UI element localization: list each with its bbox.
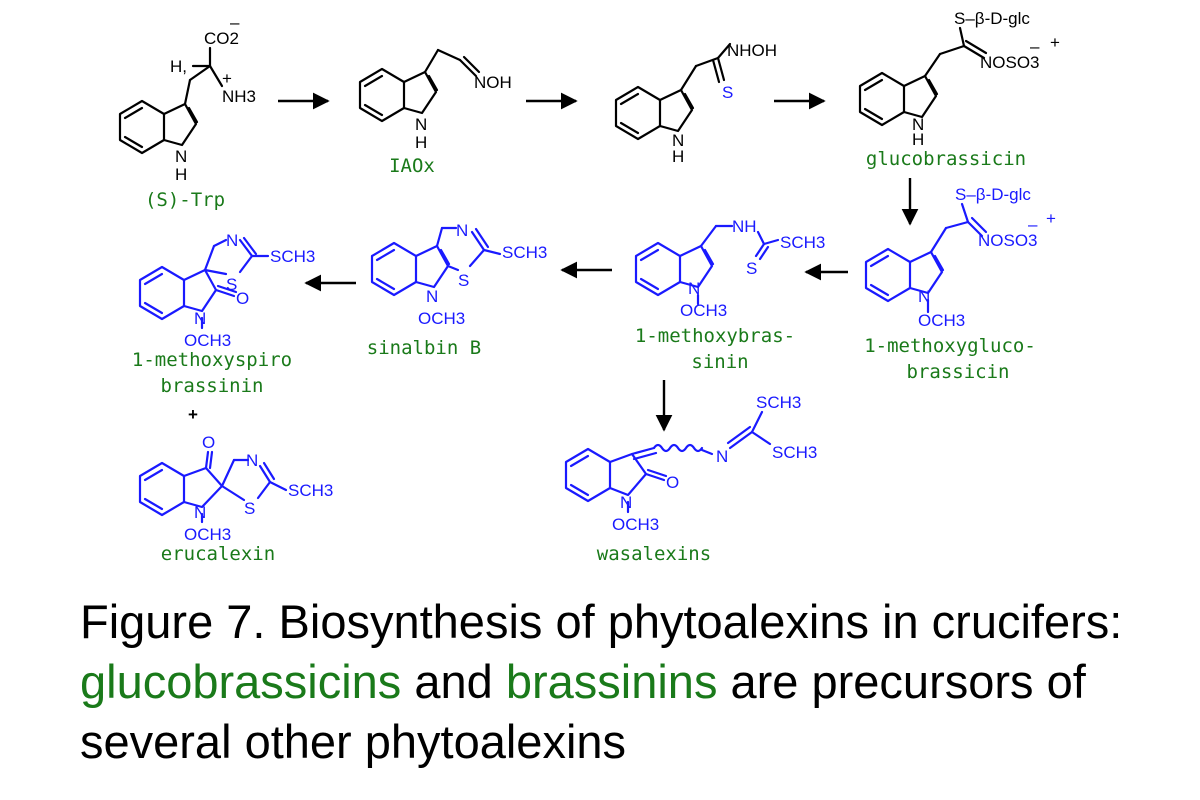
structure-tryptophan: CO2 – H, + NH3 N H (S)-Trp [118,13,256,211]
atom-sch3: SCH3 [780,233,825,252]
atom-sch3: SCH3 [502,243,547,262]
atom-noso3: NOSO3 [980,53,1040,72]
atom-h: H [415,133,427,152]
label-erucalexin: erucalexin [161,543,275,565]
atom-s: S [226,275,237,294]
atom-n: N [194,503,206,522]
structure-glucobrassicin: S–β-D-glc NOSO3 – + N H glucobrassicin [858,9,1060,170]
atom-sch3: SCH3 [772,443,817,462]
atom-n: N [426,287,438,306]
atom-plus: + [222,69,232,88]
atom-h: H, [170,57,187,76]
atom-nh: NH [732,217,757,236]
label-methoxybrassinin-2: sinin [691,351,748,373]
figure-caption: Figure 7. Biosynthesis of phytoalexins i… [80,592,1180,772]
structure-methoxyglucobrassicin: S–β-D-glc NOSO3 – + N OCH3 1-methoxygluc… [864,185,1056,383]
atom-n: N [456,221,468,240]
label-spiro-1: 1-methoxyspiro [132,349,292,371]
atom-nh: H [175,165,187,184]
atom-h: H [912,130,924,149]
atom-minus: – [1028,215,1038,234]
atom-minus: – [1030,37,1040,56]
label-trp: (S)-Trp [145,189,225,211]
atom-plus: + [1046,209,1056,228]
atom-n: N [620,493,632,512]
atom-n: N [175,147,187,166]
label-methoxyglucobrassicin-2: brassicin [907,361,1010,383]
atom-sch3: SCH3 [270,247,315,266]
atom-co2: CO2 [204,29,239,48]
label-iaox: IAOx [389,155,435,177]
label-methoxybrassinin-1: 1-methoxybras- [635,325,795,347]
structure-iaox: NOH N H IAOx [358,48,512,177]
atom-noso3: NOSO3 [978,231,1038,250]
atom-n: N [415,115,427,134]
atom-sglc: S–β-D-glc [954,9,1030,28]
atom-n: N [688,279,700,298]
atom-nh3: NH3 [222,87,256,106]
atom-och3: OCH3 [680,301,727,320]
atom-s: S [722,83,733,102]
plus-sign: + [188,405,198,424]
atom-och3: OCH3 [612,515,659,534]
atom-n: N [226,231,238,250]
atom-nhoh: NHOH [727,41,777,60]
label-spiro-2: brassinin [161,375,264,397]
atom-sch3: SCH3 [756,393,801,412]
caption-part-2: and [401,655,506,708]
atom-s: S [746,259,757,278]
atom-noh: NOH [474,73,512,92]
structure-sinalbin-b: N SCH3 S N OCH3 sinalbin B [367,221,548,359]
atom-s: S [458,271,469,290]
label-wasalexins: wasalexins [597,543,711,565]
atom-n: N [246,451,258,470]
structure-thiohydroximate: NHOH S N H [614,41,777,166]
atom-o: O [666,473,679,492]
structure-wasalexins: SCH3 N SCH3 O N OCH3 wasalexins [564,393,817,565]
structure-methoxyspirobrassinin: N SCH3 S O N OCH3 1-methoxyspiro brassin… [132,231,315,424]
atom-och3: OCH3 [918,311,965,330]
caption-glucobrassicins: glucobrassicins [80,655,402,708]
label-glucobrassicin: glucobrassicin [866,148,1026,170]
atom-sglc: S–β-D-glc [955,185,1031,204]
atom-h: H [672,147,684,166]
structure-erucalexin: O N SCH3 S N OCH3 erucalexin [138,433,333,565]
atom-minus: – [230,13,240,32]
atom-plus: + [1050,33,1060,52]
caption-part-3: are precursors of several other phytoale… [80,655,1086,768]
atom-sch3: SCH3 [288,481,333,500]
structure-methoxybrassinin: NH SCH3 S N OCH3 1-methoxybras- sinin [634,217,825,373]
atom-o: O [236,289,249,308]
atom-s: S [244,499,255,518]
atom-och3: OCH3 [184,525,231,544]
atom-n: N [912,115,924,134]
atom-o: O [202,433,215,452]
caption-brassinins: brassinins [505,655,718,708]
atom-n: N [716,447,728,466]
atom-n: N [918,287,930,306]
biosynthesis-scheme: CO2 – H, + NH3 N H (S)-Trp NOH N H IAOx [118,9,1060,565]
atom-n: N [194,309,206,328]
atom-och3: OCH3 [184,331,231,350]
atom-n: N [672,131,684,150]
label-methoxyglucobrassicin-1: 1-methoxygluco- [864,335,1036,357]
caption-part-1: Figure 7. Biosynthesis of phytoalexins i… [80,595,1123,648]
label-sinalbin-b: sinalbin B [367,337,481,359]
atom-och3: OCH3 [418,309,465,328]
